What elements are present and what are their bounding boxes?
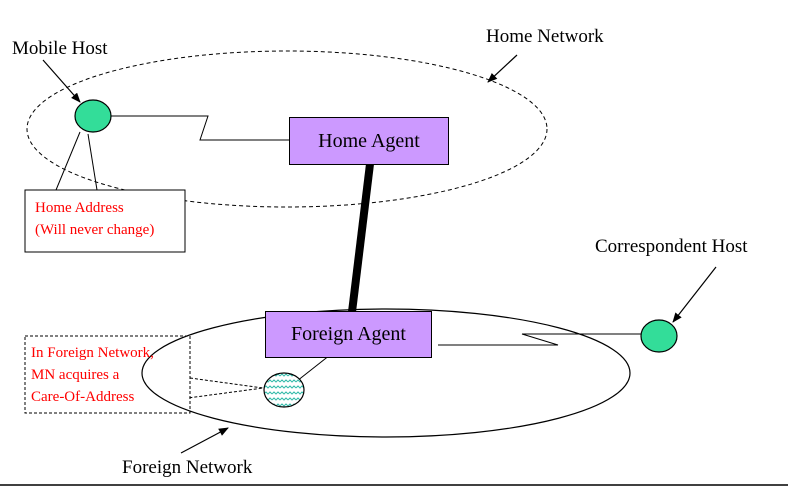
correspondent-host-node [640, 319, 678, 353]
coa-note-line-2: MN acquires a [31, 367, 120, 383]
foreign-network-arrow [180, 427, 229, 454]
mobile-host-arrow [42, 59, 81, 103]
agent-tunnel-link [348, 163, 374, 313]
coa-callout-tail [187, 377, 264, 399]
mobile-host-label: Mobile Host [12, 38, 108, 59]
foreign-agent-box: Foreign Agent [265, 311, 432, 358]
mobile-host-home-agent-link [111, 115, 289, 141]
coa-callout-box [24, 335, 191, 414]
home-address-line-1: Home Address [35, 200, 124, 216]
home-address-callout-tail-left [55, 131, 81, 191]
home-address-line-2: (Will never change) [35, 222, 155, 238]
foreign-agent-label: Foreign Agent [291, 323, 406, 345]
home-network-arrow [487, 54, 518, 83]
correspondent-host-label: Correspondent Host [595, 236, 748, 257]
home-agent-box: Home Agent [289, 117, 449, 165]
home-address-note: Home Address (Will never change) [27, 197, 163, 241]
foreign-agent-correspondent-link [438, 333, 641, 346]
foreign-network-label: Foreign Network [122, 457, 253, 478]
foreign-network-ellipse [141, 308, 631, 438]
mobile-host-node [74, 99, 112, 133]
care-of-address-note: In Foreign Network, MN acquires a Care-O… [27, 342, 158, 408]
correspondent-host-arrow [672, 266, 717, 323]
care-of-address-node [263, 372, 305, 408]
coa-note-line-1: In Foreign Network, [31, 345, 154, 361]
coa-note-line-3: Care-Of-Address [31, 389, 135, 405]
foreign-agent-coa-link [296, 354, 331, 382]
home-network-label: Home Network [486, 26, 604, 47]
home-network-ellipse [26, 50, 548, 208]
home-address-callout-tail-right [87, 133, 98, 191]
home-agent-label: Home Agent [318, 129, 420, 152]
